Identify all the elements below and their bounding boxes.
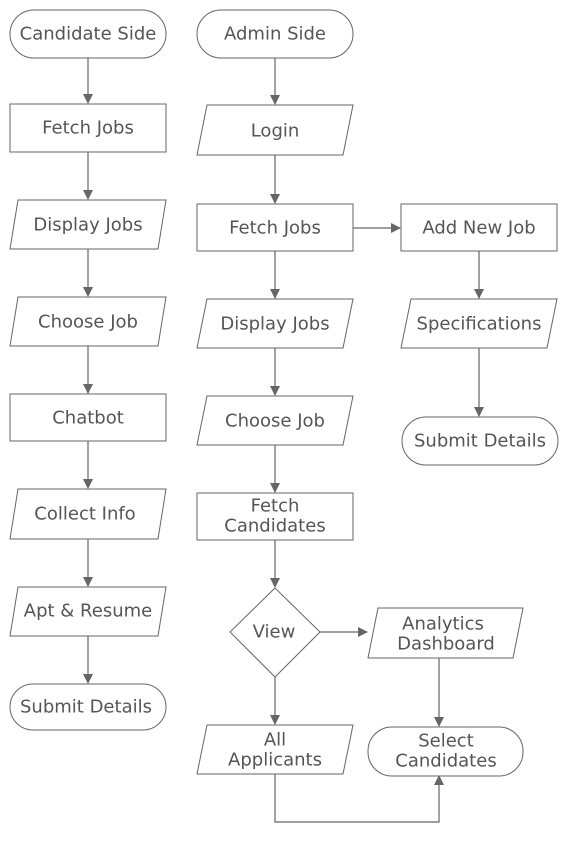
- candidate-collect-info-label: Collect Info: [34, 504, 135, 525]
- candidate-start-label: Candidate Side: [20, 24, 157, 45]
- candidate-chatbot-node: Chatbot: [9, 393, 167, 442]
- candidate-submit-details-node: Submit Details: [9, 683, 167, 731]
- admin-view-label: View: [253, 622, 296, 643]
- admin-analytics-dashboard-label-line1: Analytics: [402, 614, 484, 635]
- candidate-fetch-jobs-node: Fetch Jobs: [9, 103, 167, 153]
- admin-start-node: Admin Side: [196, 9, 354, 59]
- admin-submit-details-node: Submit Details: [401, 416, 559, 466]
- candidate-apt-resume-label: Apt & Resume: [24, 601, 152, 622]
- edge-admin-all-applicants-to-select: [274, 774, 444, 823]
- candidate-collect-info-node: Collect Info: [9, 488, 167, 540]
- admin-submit-details-label: Submit Details: [414, 431, 546, 452]
- admin-all-applicants-label-line2: Applicants: [228, 750, 322, 771]
- admin-fetch-jobs-node: Fetch Jobs: [196, 203, 354, 252]
- candidate-submit-details-label: Submit Details: [20, 697, 152, 718]
- admin-analytics-dashboard-node: Analytics Dashboard: [367, 607, 524, 659]
- admin-display-jobs-node: Display Jobs: [196, 298, 354, 349]
- admin-all-applicants-node: All Applicants: [196, 724, 354, 775]
- admin-select-candidates-node: Select Candidates: [367, 726, 524, 777]
- candidate-display-jobs-label: Display Jobs: [33, 215, 142, 236]
- candidate-apt-resume-node: Apt & Resume: [9, 586, 167, 637]
- admin-add-new-job-node: Add New Job: [400, 203, 558, 252]
- admin-fetch-candidates-node: Fetch Candidates: [196, 492, 354, 541]
- admin-login-label: Login: [251, 121, 300, 142]
- admin-analytics-dashboard-label-line2: Dashboard: [397, 634, 495, 655]
- admin-specifications-node: Specifications: [400, 298, 558, 349]
- admin-select-candidates-label-line1: Select: [418, 731, 474, 752]
- admin-display-jobs-label: Display Jobs: [220, 314, 329, 335]
- candidate-choose-job-label: Choose Job: [38, 312, 138, 333]
- admin-view-decision-node: View: [229, 587, 321, 678]
- admin-fetch-candidates-label-line2: Candidates: [224, 516, 325, 537]
- admin-specifications-label: Specifications: [417, 314, 542, 335]
- admin-choose-job-label: Choose Job: [225, 411, 325, 432]
- candidate-start-node: Candidate Side: [9, 9, 167, 59]
- admin-select-candidates-label-line2: Candidates: [395, 751, 496, 772]
- admin-add-new-job-label: Add New Job: [422, 218, 535, 239]
- admin-choose-job-node: Choose Job: [196, 395, 354, 446]
- admin-start-label: Admin Side: [224, 24, 326, 45]
- candidate-display-jobs-node: Display Jobs: [9, 199, 167, 250]
- admin-fetch-jobs-label: Fetch Jobs: [229, 218, 321, 239]
- admin-fetch-candidates-label-line1: Fetch: [251, 496, 300, 517]
- candidate-fetch-jobs-label: Fetch Jobs: [42, 118, 134, 139]
- candidate-chatbot-label: Chatbot: [52, 408, 124, 429]
- candidate-choose-job-node: Choose Job: [9, 296, 167, 347]
- admin-login-node: Login: [196, 104, 354, 156]
- admin-all-applicants-label-line1: All: [264, 730, 286, 751]
- edges: [83, 58, 484, 823]
